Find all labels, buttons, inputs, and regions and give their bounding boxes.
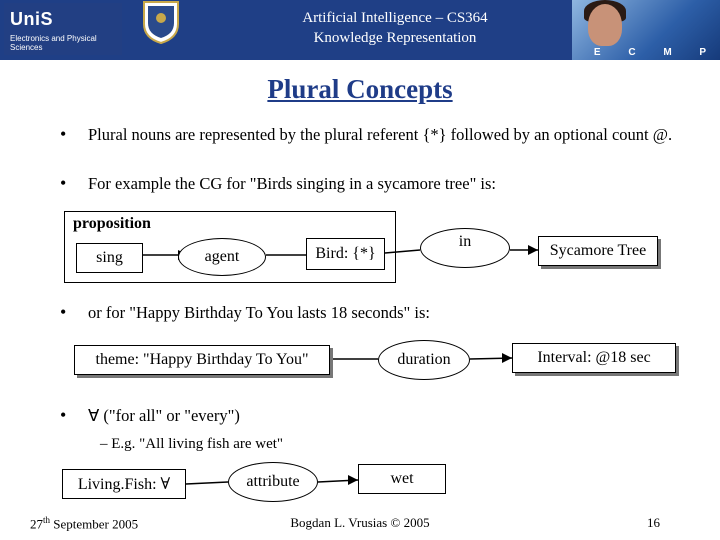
header-title: Artificial Intelligence – CS364 Knowledg… xyxy=(240,8,550,48)
banner-letter: M xyxy=(663,47,672,58)
concept-sycamore-tree: Sycamore Tree xyxy=(538,236,658,266)
proposition-box: proposition xyxy=(64,211,396,283)
sub-bullet-text: – E.g. "All living fish are wet" xyxy=(100,436,284,452)
course-name: Artificial Intelligence – CS364 xyxy=(302,10,488,26)
concept-living-fish: Living.Fish: ∀ xyxy=(62,469,186,499)
bullet-text: ∀ ("for all" or "every") xyxy=(88,405,688,427)
proposition-label: proposition xyxy=(73,215,151,232)
arrowhead xyxy=(348,475,358,485)
relation-agent: agent xyxy=(178,238,266,276)
date-day: 27 xyxy=(30,516,43,532)
arrowhead xyxy=(528,245,538,255)
slide-title: Plural Concepts xyxy=(267,74,453,104)
relation-attribute: attribute xyxy=(228,462,318,502)
footer-date: 27th September 2005 xyxy=(30,515,138,532)
concept-interval: Interval: @18 sec xyxy=(512,343,676,373)
concept-bird: Bird: {*} xyxy=(306,238,385,270)
lecture-topic: Knowledge Representation xyxy=(313,30,477,46)
bullet-text: Plural nouns are represented by the plur… xyxy=(88,125,673,144)
photo-face xyxy=(588,4,622,46)
logo-department: Electronics and Physical Sciences xyxy=(10,34,97,52)
footer-author: Bogdan L. Vrusias © 2005 xyxy=(290,515,430,530)
bullet-marker: • xyxy=(60,124,67,144)
banner-letter: E xyxy=(593,47,601,58)
university-logo: UniS Electronics and Physical Sciences xyxy=(4,3,122,55)
for-all-text: ("for all" or "every") xyxy=(99,406,240,425)
bullet-marker: • xyxy=(60,173,67,193)
for-all-symbol: ∀ xyxy=(88,406,100,425)
page-number: 16 xyxy=(647,515,660,530)
banner-letters: E C M P xyxy=(580,47,720,58)
concept-theme: theme: "Happy Birthday To You" xyxy=(74,345,330,375)
bullet-marker: • xyxy=(60,302,67,322)
bullet-text: or for "Happy Birthday To You lasts 18 s… xyxy=(88,303,431,322)
arc-bird-in xyxy=(384,249,421,254)
date-rest: September 2005 xyxy=(50,516,139,532)
bullet-marker: • xyxy=(60,405,67,425)
bullet-text: For example the CG for "Birds singing in… xyxy=(88,174,497,193)
banner-letter: P xyxy=(699,47,707,58)
arc-fish-attribute xyxy=(185,481,229,485)
concept-sing: sing xyxy=(76,243,143,273)
concept-wet: wet xyxy=(358,464,446,494)
date-suffix: th xyxy=(43,515,51,525)
header-photo: E C M P xyxy=(572,0,720,60)
logo-name: UniS xyxy=(10,9,54,29)
banner-letter: C xyxy=(628,47,636,58)
crest-icon xyxy=(143,1,179,44)
relation-in: in xyxy=(420,228,510,268)
relation-duration: duration xyxy=(378,340,470,380)
arrowhead xyxy=(502,353,512,363)
